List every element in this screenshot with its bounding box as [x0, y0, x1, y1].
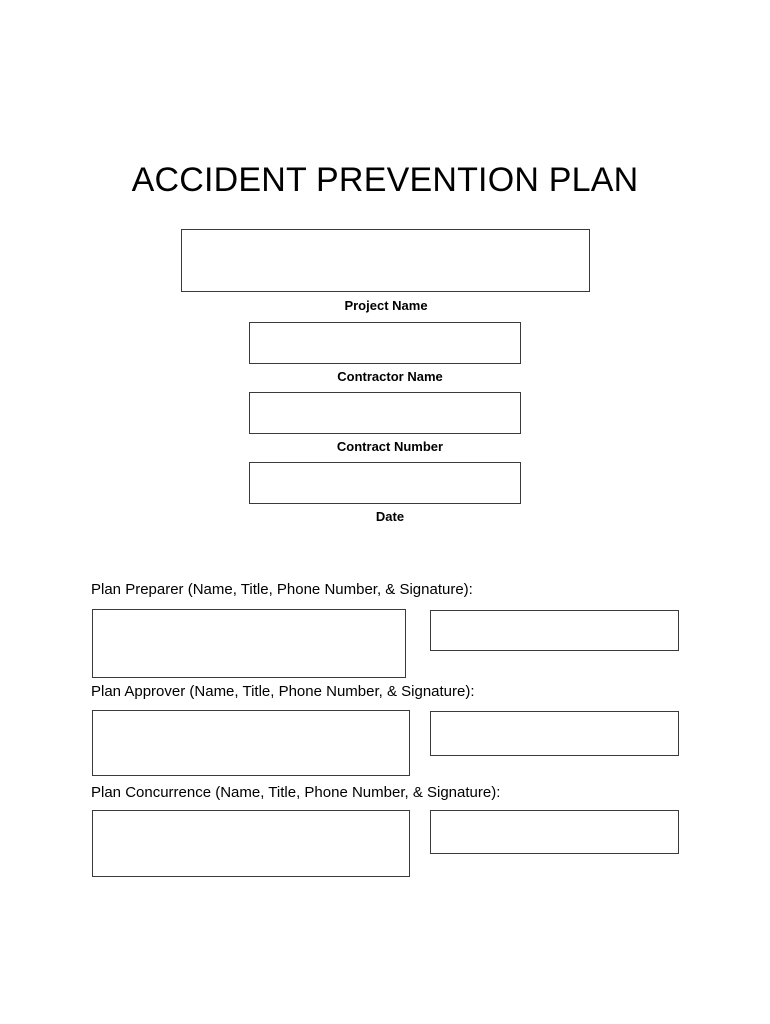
plan-preparer-label: Plan Preparer (Name, Title, Phone Number…: [91, 581, 473, 598]
plan-concurrence-signature-field[interactable]: [430, 810, 679, 854]
plan-concurrence-label: Plan Concurrence (Name, Title, Phone Num…: [91, 784, 501, 801]
project-name-label: Project Name: [344, 298, 428, 313]
plan-preparer-info-field[interactable]: [92, 609, 406, 678]
contractor-name-label: Contractor Name: [337, 369, 443, 384]
plan-concurrence-info-field[interactable]: [92, 810, 410, 877]
date-field[interactable]: [249, 462, 521, 504]
contract-number-field[interactable]: [249, 392, 521, 434]
page-title: ACCIDENT PREVENTION PLAN: [131, 161, 639, 199]
project-name-field[interactable]: [181, 229, 590, 292]
contract-number-label: Contract Number: [336, 439, 444, 454]
plan-approver-signature-field[interactable]: [430, 711, 679, 756]
plan-preparer-signature-field[interactable]: [430, 610, 679, 651]
date-label: Date: [375, 509, 405, 524]
plan-approver-label: Plan Approver (Name, Title, Phone Number…: [91, 683, 475, 700]
contractor-name-field[interactable]: [249, 322, 521, 364]
plan-approver-info-field[interactable]: [92, 710, 410, 776]
